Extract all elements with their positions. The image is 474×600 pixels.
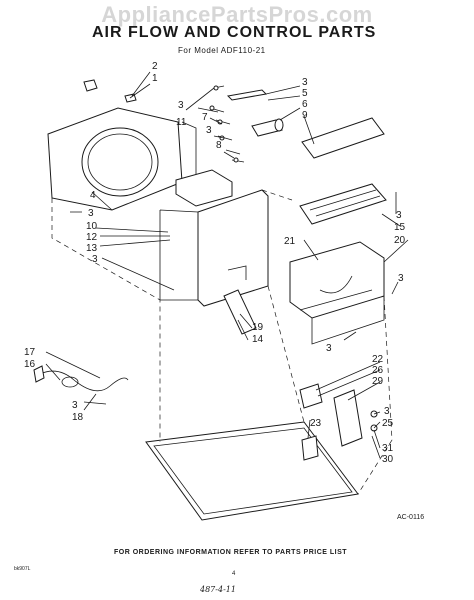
callout-14: 14 bbox=[252, 334, 264, 345]
filter-pad-part bbox=[301, 117, 385, 159]
callout-23: 23 bbox=[310, 418, 322, 429]
callout-3: 3 bbox=[72, 400, 78, 411]
callout-3: 3 bbox=[178, 100, 184, 111]
callout-7: 7 bbox=[202, 112, 208, 123]
clip-part bbox=[83, 79, 137, 103]
callout-22: 22 bbox=[372, 354, 384, 365]
grille-part bbox=[299, 183, 387, 225]
watermark: AppliancePartsPros.com bbox=[101, 2, 373, 27]
blower-housing-part bbox=[47, 107, 197, 211]
callout-1: 1 bbox=[152, 73, 158, 84]
callout-21: 21 bbox=[284, 236, 296, 247]
callout-12: 12 bbox=[86, 232, 98, 243]
callout-4: 4 bbox=[90, 190, 96, 201]
callout-3: 3 bbox=[396, 210, 402, 221]
ordering-note: FOR ORDERING INFORMATION REFER TO PARTS … bbox=[114, 549, 348, 556]
model-line: For Model ADF110-21 bbox=[178, 46, 266, 55]
page-number: 4 bbox=[232, 571, 236, 577]
callout-3: 3 bbox=[384, 406, 390, 417]
control-box-part bbox=[175, 169, 233, 207]
condenser-frame-part bbox=[289, 241, 385, 345]
callout-2: 2 bbox=[152, 61, 158, 72]
callout-15: 15 bbox=[394, 222, 406, 233]
callout-9: 9 bbox=[302, 110, 308, 121]
callout-25: 25 bbox=[382, 418, 394, 429]
callout-10: 10 bbox=[86, 221, 98, 232]
callout-3: 3 bbox=[326, 343, 332, 354]
power-cord-part bbox=[39, 370, 129, 392]
callout-13: 13 bbox=[86, 243, 98, 254]
diagram-title: AIR FLOW AND CONTROL PARTS bbox=[92, 24, 377, 41]
diagram-code: AC-0116 bbox=[397, 514, 425, 521]
callout-29: 29 bbox=[372, 376, 384, 387]
callout-30: 30 bbox=[382, 454, 394, 465]
callout-3: 3 bbox=[302, 77, 308, 88]
callout-26: 26 bbox=[372, 365, 384, 376]
callout-6: 6 bbox=[302, 99, 308, 110]
handwritten-note: 487-4-11 bbox=[200, 585, 236, 594]
callout-18: 18 bbox=[72, 412, 84, 423]
page-code: bk907L bbox=[14, 566, 31, 572]
bulkhead-part bbox=[159, 189, 269, 307]
callout-3: 3 bbox=[88, 208, 94, 219]
callout-16: 16 bbox=[24, 359, 36, 370]
callout-3: 3 bbox=[92, 254, 98, 265]
base-pan-part bbox=[145, 421, 359, 521]
callout-11: 11 bbox=[176, 117, 187, 128]
thermostat-assembly-part bbox=[299, 383, 378, 461]
callout-3: 3 bbox=[398, 273, 404, 284]
callout-5: 5 bbox=[302, 88, 308, 99]
callout-8: 8 bbox=[216, 140, 222, 151]
callout-19: 19 bbox=[252, 322, 264, 333]
callout-3: 3 bbox=[206, 125, 212, 136]
callout-20: 20 bbox=[394, 235, 406, 246]
control-bracket-part bbox=[209, 85, 284, 163]
callout-17: 17 bbox=[24, 347, 36, 358]
callout-31: 31 bbox=[382, 443, 394, 454]
